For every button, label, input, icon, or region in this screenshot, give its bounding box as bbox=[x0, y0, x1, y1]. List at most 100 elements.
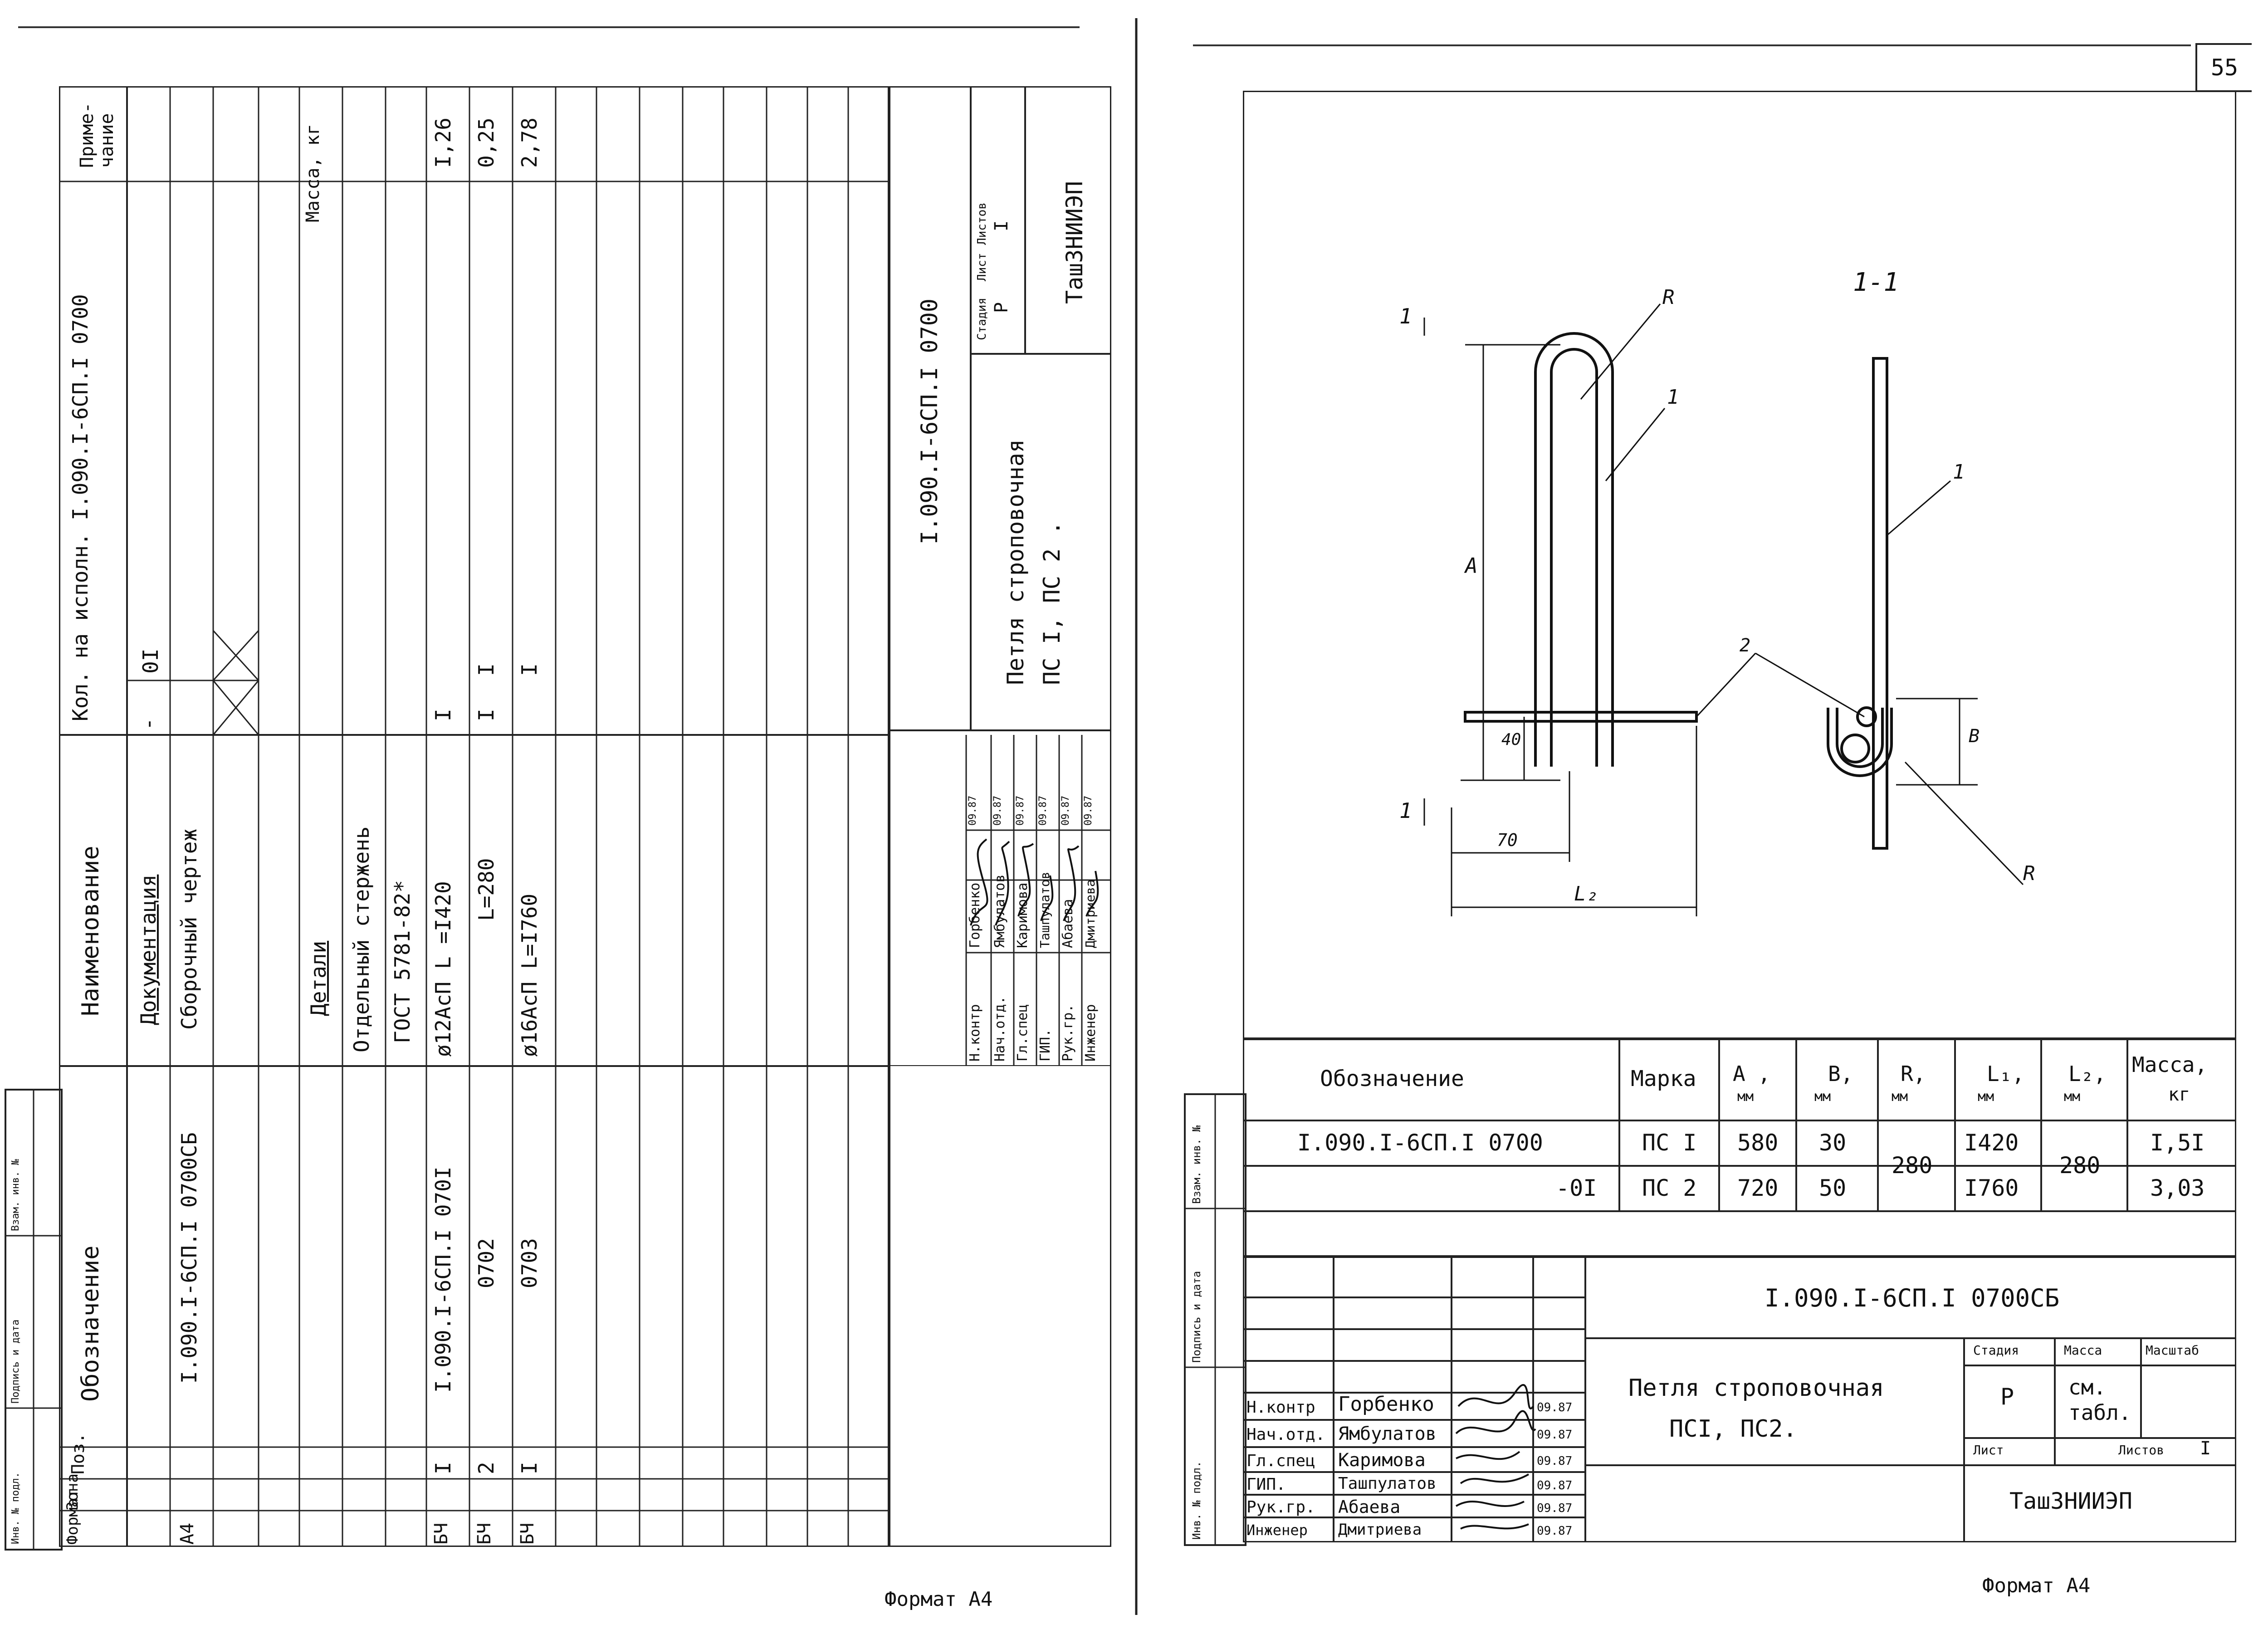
table-header-mass-unit: кг bbox=[2168, 1084, 2190, 1105]
table-header-L2: L₂, bbox=[2068, 1062, 2107, 1086]
table-header-A-unit: мм bbox=[1737, 1089, 1754, 1105]
spec-row-note: I,26 bbox=[431, 117, 455, 168]
parameters-table: Обозначение Марка A , мм B, мм R, мм L₁,… bbox=[1243, 1039, 2236, 1257]
left-side-strip: Инв. № подл. Подпись и дата Взам. инв. № bbox=[5, 1089, 63, 1551]
spec-row-format: А4 bbox=[177, 1522, 198, 1545]
leader-R-label: R bbox=[1662, 286, 1675, 309]
spec-row-name: L=280 bbox=[474, 858, 499, 921]
left-sheet: Обозначение Наименование Кол. на исполн.… bbox=[5, 85, 1113, 1551]
right-signature-name: Ямбулатов bbox=[1338, 1424, 1437, 1444]
spec-row-designation: I.090.I-6СП.I 070I bbox=[431, 1166, 455, 1393]
table-header-designation: Обозначение bbox=[1320, 1066, 1464, 1091]
right-signature-role: Н.контр bbox=[1246, 1398, 1315, 1417]
spec-row-name: Документация bbox=[136, 874, 161, 1025]
left-doc-number: I.090.I-6СП.I 0700 bbox=[916, 298, 943, 544]
right-signature-name: Ташпулатов bbox=[1338, 1474, 1437, 1493]
table-header-R-unit: мм bbox=[1892, 1089, 1908, 1105]
spec-row-q2: I bbox=[517, 663, 542, 676]
spec-row-note: Масса, кг bbox=[303, 124, 323, 222]
table-row-A: 720 bbox=[1737, 1175, 1779, 1201]
spec-header-zone: Зона bbox=[64, 1473, 82, 1511]
left-side-strip-lines bbox=[6, 1091, 61, 1549]
right-side-strip: Инв. № подл. Подпись и дата Взам. инв. № bbox=[1184, 1093, 1246, 1546]
right-title-block-lines bbox=[1243, 1257, 2236, 1542]
table-row-L1: I420 bbox=[1964, 1130, 2019, 1156]
spec-row-note: 2,78 bbox=[517, 117, 542, 168]
table-header-A: A , bbox=[1733, 1062, 1771, 1086]
right-signature-name: Горбенко bbox=[1338, 1393, 1434, 1416]
table-header-mass: Масса, bbox=[2132, 1052, 2208, 1077]
table-row-B: 50 bbox=[1819, 1175, 1847, 1201]
right-side-strip-lines bbox=[1186, 1095, 1245, 1544]
leader-2-label: 2 bbox=[1740, 635, 1751, 656]
right-sheet: 1-1 1 1 R R 1 1 2 A 40 70 L₂ B Обозначен… bbox=[1184, 91, 2236, 1546]
table-row-mass: 3,03 bbox=[2150, 1175, 2205, 1201]
spec-row-name: ø12АсП L =I420 bbox=[431, 881, 455, 1057]
spec-row-designation: 0703 bbox=[517, 1238, 542, 1288]
left-sheet-label: Лист bbox=[975, 253, 989, 281]
qty-doc-code: I.090.I-6СП.I 0700 bbox=[68, 294, 93, 520]
left-stage-label: Стадия bbox=[975, 298, 989, 340]
qty-label: Кол. на исполн. bbox=[68, 533, 93, 721]
side-label: Подпись и дата bbox=[10, 1319, 21, 1404]
dim-A-label: A bbox=[1465, 553, 1478, 578]
table-row-designation: I.090.I-6СП.I 0700 bbox=[1297, 1130, 1543, 1156]
right-sheet-label: Лист bbox=[1973, 1443, 2004, 1458]
spec-row-name: Отдельный стержень bbox=[349, 826, 374, 1053]
page-number: 55 bbox=[2210, 54, 2239, 81]
parameters-table-lines bbox=[1243, 1039, 2236, 1212]
right-signature-name: Дмитриева bbox=[1338, 1521, 1422, 1539]
right-sheets: I bbox=[2200, 1438, 2211, 1459]
table-header-B: B, bbox=[1828, 1062, 1853, 1086]
left-signatures: Н.контр Горбенко 09.87 Нач.отд. Ямбулато… bbox=[889, 735, 1111, 1066]
spec-row-name: Детали bbox=[306, 940, 331, 1016]
left-stage: Р bbox=[991, 302, 1012, 313]
left-signatures-lines bbox=[965, 735, 1111, 1066]
table-row-mass: I,5I bbox=[2150, 1130, 2205, 1156]
signature-scribble-icon bbox=[970, 838, 1099, 926]
spec-row-name: Сборочный чертеж bbox=[177, 828, 201, 1030]
dim-B-label: B bbox=[1969, 726, 1980, 747]
spec-header-note: Приме- чание bbox=[77, 102, 117, 168]
right-signature-date: 09.87 bbox=[1537, 1428, 1573, 1442]
right-signature-name: Абаева bbox=[1338, 1497, 1401, 1517]
side-label: Взам. инв. № bbox=[10, 1159, 21, 1231]
table-row-L1: I760 bbox=[1964, 1175, 2019, 1201]
side-label: Инв. № подл. bbox=[1190, 1461, 1203, 1540]
table-row-mark: ПС I bbox=[1642, 1130, 1697, 1156]
table-shared-R: 280 bbox=[1892, 1152, 1933, 1179]
left-sheets: I bbox=[991, 220, 1012, 231]
signature-scribble-icon bbox=[1455, 1384, 1536, 1530]
table-header-L2-unit: мм bbox=[2064, 1089, 2081, 1105]
table-header-L1: L₁, bbox=[1987, 1062, 2025, 1086]
left-title-block-lines bbox=[889, 86, 1111, 1066]
right-format-caption: Формат А4 bbox=[1982, 1574, 2091, 1597]
right-signature-date: 09.87 bbox=[1537, 1524, 1573, 1538]
right-sheet-frame bbox=[1243, 91, 2236, 1542]
right-title: Петля строповочная bbox=[1628, 1375, 1884, 1402]
right-signature-date: 09.87 bbox=[1537, 1454, 1573, 1468]
spec-row-format: БЧ bbox=[431, 1522, 452, 1545]
right-signature-date: 09.87 bbox=[1537, 1479, 1573, 1492]
spec-header-exec-01: 0I bbox=[138, 648, 163, 674]
table-header-mark: Марка bbox=[1631, 1066, 1696, 1091]
technical-drawing bbox=[1423, 303, 2024, 916]
cut-mark-bottom: 1 bbox=[1399, 798, 1412, 823]
cut-mark-top: 1 bbox=[1399, 304, 1412, 328]
spec-header-pos: Поз. bbox=[68, 1433, 88, 1474]
dim-L2-label: L₂ bbox=[1574, 882, 1598, 905]
right-subtitle: ПСI, ПС2. bbox=[1669, 1415, 1797, 1443]
right-title-block: I.090.I-6СП.I 0700СБ Петля строповочная … bbox=[1243, 1257, 2236, 1542]
spec-row-pos: I bbox=[431, 1462, 455, 1474]
right-signature-date: 09.87 bbox=[1537, 1502, 1573, 1515]
spec-row-designation: 0702 bbox=[474, 1238, 499, 1288]
right-signature-role: ГИП. bbox=[1246, 1475, 1286, 1494]
leader-1-label: 1 bbox=[1667, 386, 1679, 409]
table-row-designation: -0I bbox=[1556, 1175, 1597, 1201]
spec-header-qty: Кол. на исполн. I.090.I-6СП.I 0700 bbox=[68, 294, 93, 721]
left-subtitle: ПС I, ПС 2 . bbox=[1039, 521, 1065, 685]
dim-40-label: 40 bbox=[1501, 730, 1521, 749]
left-title: Петля строповочная bbox=[1002, 439, 1029, 685]
spec-row-pos: 2 bbox=[474, 1462, 499, 1474]
